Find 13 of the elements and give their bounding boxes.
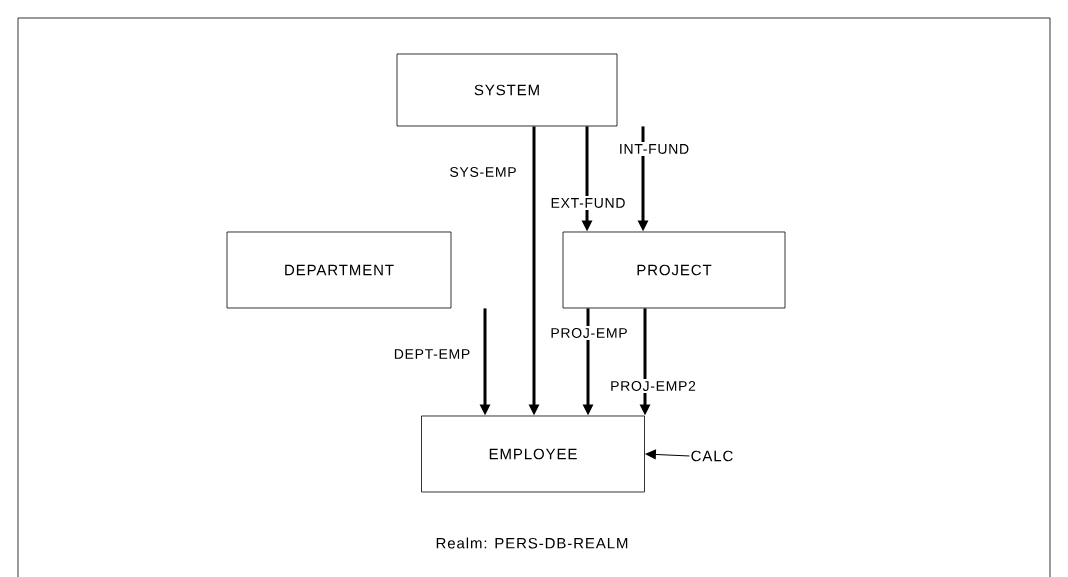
entity-box: DEPARTMENT — [226, 231, 452, 309]
edge-label: SYS-EMP — [450, 167, 516, 177]
entity-box: SYSTEM — [396, 53, 618, 127]
edge-label: EXT-FUND — [548, 196, 628, 210]
arrow — [645, 449, 690, 460]
entity-box: EMPLOYEE — [421, 415, 645, 493]
edge-label: PROJ-EMP2 — [608, 379, 698, 393]
realm-label: Realm: PERS-DB-REALM — [436, 537, 628, 549]
entity-box: PROJECT — [562, 231, 786, 309]
edge-label: DEPT-EMP — [394, 349, 470, 359]
node-label: CALC — [691, 450, 733, 462]
edge-label: PROJ-EMP — [548, 326, 630, 340]
edge-label: INT-FUND — [616, 142, 692, 156]
